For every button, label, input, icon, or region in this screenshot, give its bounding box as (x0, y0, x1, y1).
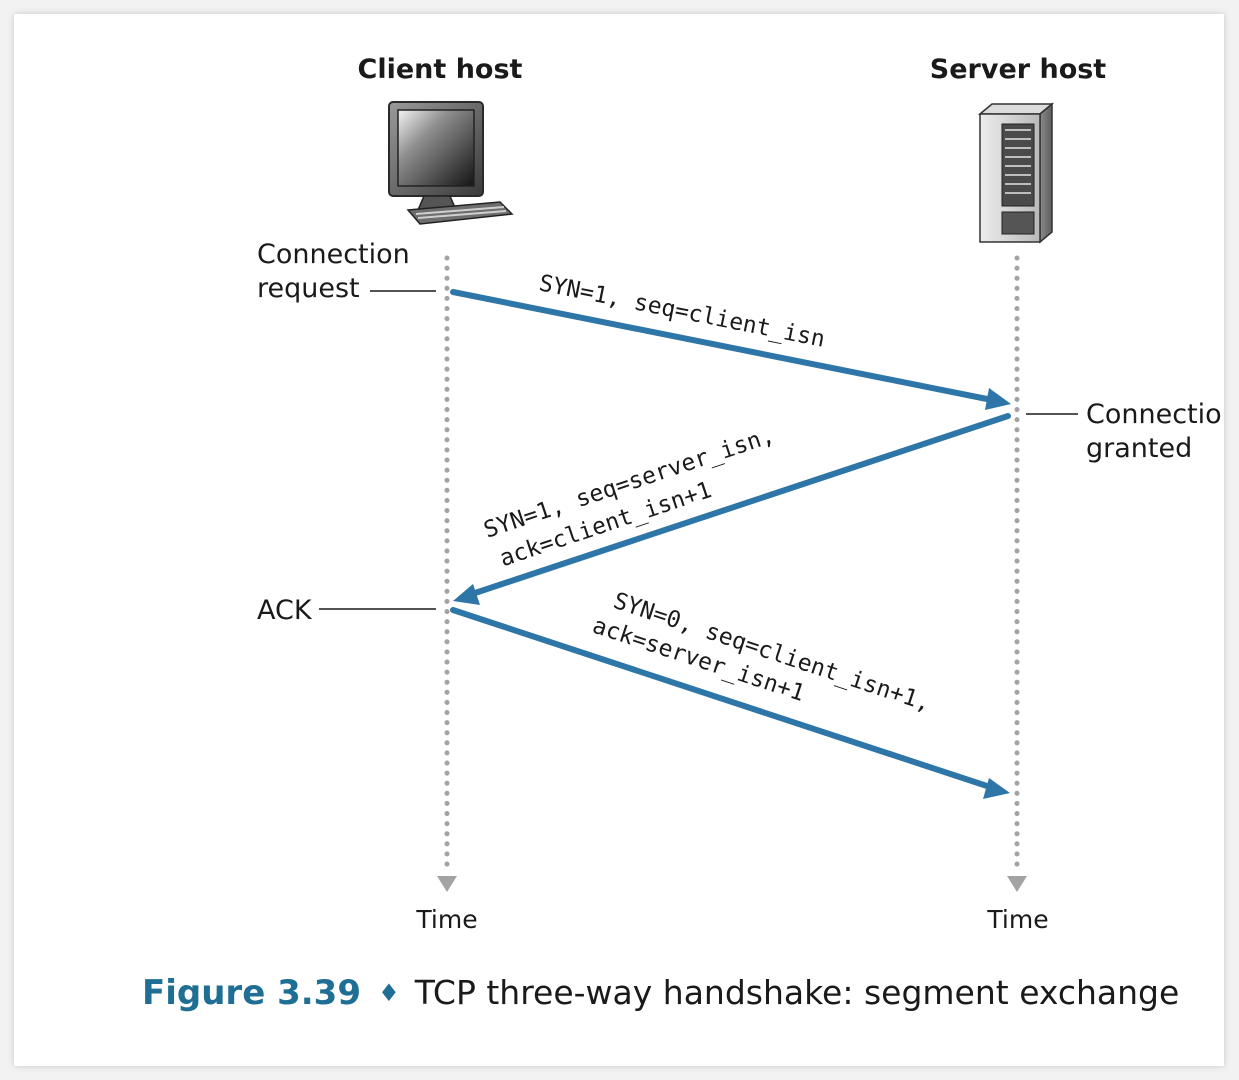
figure-frame: Client host Server host Time Time (14, 14, 1224, 1066)
caption-text: TCP three-way handshake: segment exchang… (414, 973, 1180, 1012)
client-computer-icon (388, 101, 514, 225)
server-host-title: Server host (930, 54, 1107, 85)
figure-caption: Figure 3.39 ♦ TCP three-way handshake: s… (142, 973, 1179, 1013)
connection-granted-label: Connection granted (1086, 399, 1224, 464)
client-host-title: Client host (358, 54, 523, 85)
tcp-handshake-diagram: Client host Server host Time Time (142, 54, 1224, 1013)
synack-arrow (453, 413, 1011, 605)
connection-request-label: Connection request (257, 239, 418, 304)
ack-arrow (450, 607, 1010, 799)
ack-event-label: ACK (257, 595, 313, 626)
connection-granted-line-2: granted (1086, 433, 1192, 464)
synack-message-label: SYN=1, seq=server_isn, ack=client_isn+1 (481, 418, 801, 574)
server-tower-icon (977, 102, 1055, 244)
syn-arrow (450, 289, 1011, 410)
client-time-label: Time (415, 905, 477, 934)
figure-number: Figure 3.39 (142, 973, 361, 1013)
connection-request-line-2: request (257, 273, 360, 304)
client-timeline-arrowhead (437, 876, 457, 892)
server-timeline-arrowhead (1007, 876, 1027, 892)
connection-request-line-1: Connection (257, 239, 410, 270)
ack-message-label: SYN=0, seq=client_isn+1, ack=server_isn+… (589, 584, 947, 750)
connection-granted-line-1: Connection (1086, 399, 1224, 430)
server-time-label: Time (986, 905, 1048, 934)
caption-bullet: ♦ (378, 979, 400, 1007)
